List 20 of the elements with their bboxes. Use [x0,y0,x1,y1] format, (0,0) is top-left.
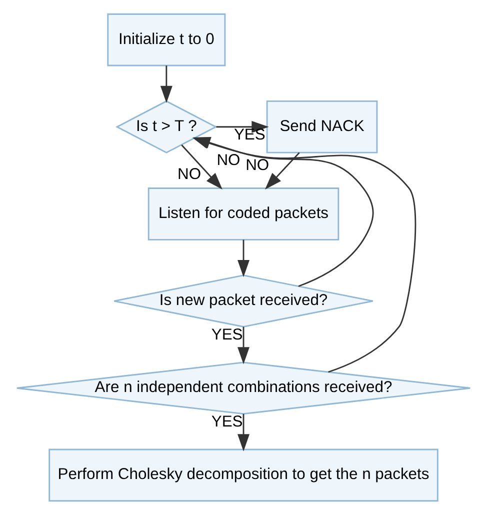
node-box: Perform Cholesky decomposition to get the n packets [48,448,438,502]
edge-label: NO [178,166,202,184]
node-box: Initialize t to 0 [107,13,226,66]
node-diamond: Is t > T ? [116,100,218,154]
arrow [216,120,269,133]
node-diamond: Are n independent combinations received? [16,362,471,415]
arrow [181,144,222,190]
node-box: Listen for coded packets [148,188,340,240]
arrow [264,152,300,190]
arrow [160,66,172,104]
node-diamond: Is new packet received? [113,274,374,328]
arrow [238,240,250,278]
edge-label: NO [216,152,240,170]
edge-label: YES [211,414,243,431]
arrow [238,326,250,364]
edge-label: YES [211,326,243,344]
edge-label: NO [246,157,270,174]
edge-label: YES [234,126,266,144]
arrow [238,414,250,452]
node-box: Send NACK [266,100,378,154]
